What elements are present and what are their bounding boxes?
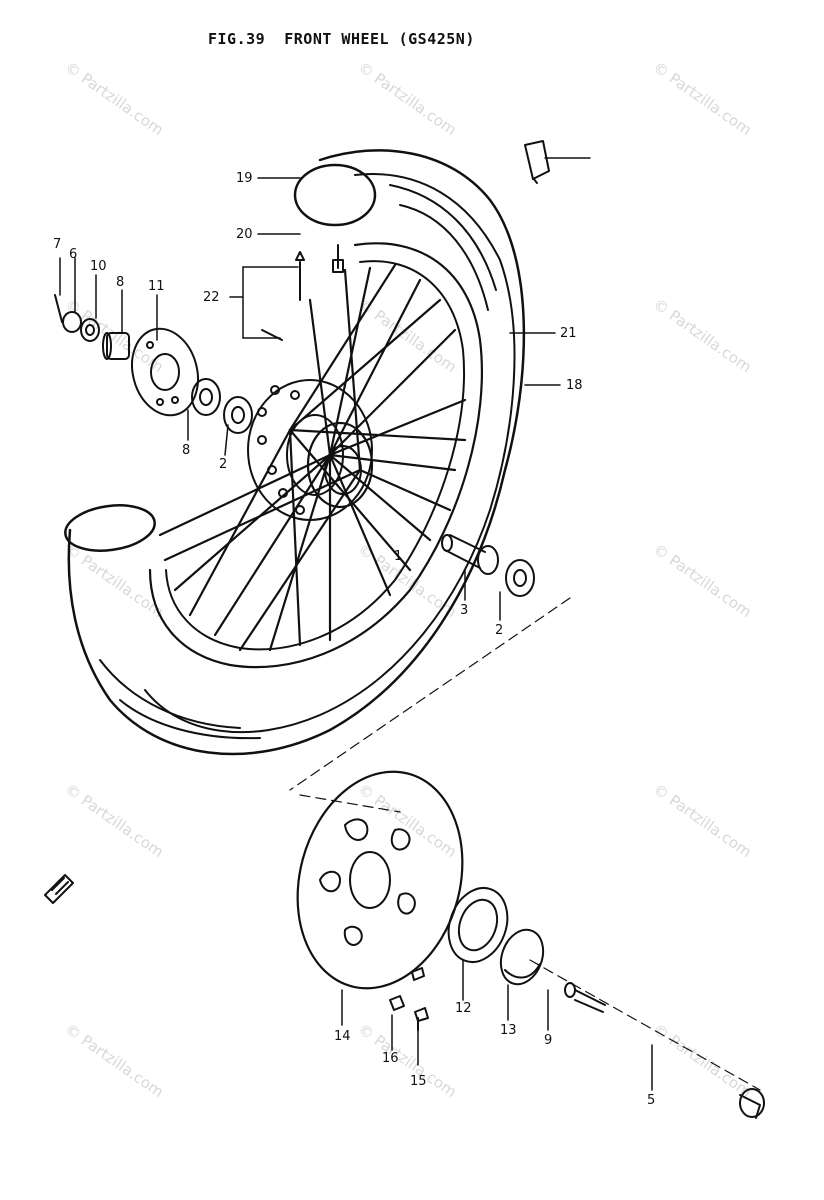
dust-seal	[191, 378, 221, 416]
callout-16: 18	[566, 378, 583, 393]
spokes	[158, 263, 467, 652]
cotter-pin	[54, 294, 63, 323]
callout-14: 15	[410, 1074, 427, 1089]
axis-line	[289, 597, 761, 1091]
callout-2-right: 2	[495, 623, 504, 638]
callout-18: 20	[236, 227, 253, 242]
spacer	[102, 332, 130, 360]
callout-13: 14	[334, 1029, 351, 1044]
callout-8-top: 8	[116, 275, 125, 290]
callout-8-bottom: 9	[544, 1033, 553, 1048]
washer	[80, 318, 100, 342]
callout-7: 8	[182, 443, 191, 458]
hub	[286, 414, 374, 509]
lock-washer	[389, 967, 425, 1011]
tire	[64, 149, 526, 756]
callout-1: 1	[394, 549, 403, 564]
callout-10: 11	[148, 279, 165, 294]
callout-2-left: 2	[219, 457, 228, 472]
axle-nut	[62, 311, 82, 333]
axle-spacer	[564, 982, 576, 998]
callout-17: 19	[236, 171, 253, 186]
callout-6: 7	[53, 237, 62, 252]
callout-3: 3	[460, 603, 469, 618]
figure-title: FIG.39 FRONT WHEEL (GS425N)	[208, 30, 475, 48]
brake-disc	[296, 770, 464, 990]
callout-11: 12	[455, 1001, 472, 1016]
callout-5: 6	[69, 247, 78, 262]
front-direction-icon	[44, 874, 74, 904]
balancer	[261, 251, 305, 341]
callout-19: 21	[560, 326, 577, 341]
callout-15: 16	[382, 1051, 399, 1066]
front-axle	[574, 989, 765, 1119]
disc-spacer	[447, 887, 509, 963]
callout-4: 5	[647, 1093, 656, 1108]
hub-cap	[499, 928, 545, 986]
bearing-left	[223, 396, 253, 434]
valve	[332, 244, 344, 273]
distance-spacer	[441, 534, 499, 575]
callout-12: 13	[500, 1023, 517, 1038]
tire-valve-part	[524, 140, 550, 184]
speedometer-gearbox	[131, 327, 199, 417]
bearing-right	[505, 559, 535, 597]
callout-9: 10	[90, 259, 107, 274]
callout-20: 22	[203, 290, 220, 305]
rim	[148, 242, 484, 669]
disc-bolt	[414, 1007, 429, 1031]
leader-lines	[59, 157, 653, 1091]
brake-disc-mounted	[247, 379, 373, 521]
